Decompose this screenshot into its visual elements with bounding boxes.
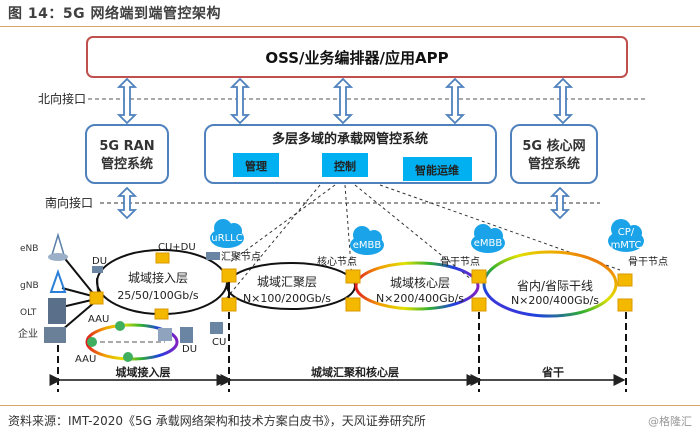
cloud-urllc-label: uRLLC (211, 233, 242, 244)
north-interface-label: 北向接口 (38, 91, 86, 106)
cloud-embb-label-1: eMBB (353, 240, 382, 251)
agg-device-icon (206, 252, 220, 260)
module-ops-label: 智能运维 (415, 163, 459, 177)
device-label-enb: eNB (20, 244, 38, 254)
aau-antenna-icon (87, 337, 97, 347)
title-divider (0, 26, 700, 27)
south-interface-label: 南向接口 (45, 195, 93, 210)
aau-antennas (87, 321, 133, 362)
clouds (210, 219, 644, 255)
cu-icon (210, 322, 223, 334)
core-line1: 5G 核心网 (522, 138, 585, 154)
aggregation-node-label: 汇聚节点 (221, 250, 261, 263)
access-ring-rate: 25/50/100Gb/s (117, 289, 199, 302)
backbone-ring-name: 省内/省际干线 (517, 279, 593, 293)
cloud-embb-label-2: eMBB (474, 238, 503, 249)
du-bottom-label: DU (182, 344, 197, 355)
cloud-mmtc-label: mMTC (611, 240, 642, 251)
ran-line2: 管控系统 (101, 156, 153, 172)
cloud-icon (471, 224, 505, 253)
backbone-node-label-2: 骨干节点 (628, 256, 668, 268)
device-label-gnb: gNB (20, 281, 39, 291)
node-icon (471, 297, 487, 312)
transport-title: 多层多域的承载网管控系统 (272, 131, 428, 147)
device-label-olt: OLT (20, 308, 37, 318)
backbone-ring (482, 250, 618, 318)
backbone-ring-rate: N×200/400Gb/s (511, 294, 599, 307)
du-bottom-icon (180, 327, 193, 343)
node-icon (345, 269, 361, 284)
module-ops (403, 157, 472, 181)
node-icon (345, 297, 361, 312)
tower-enb-icon (48, 232, 68, 261)
watermark: @格隆汇 (648, 415, 692, 428)
network-nodes (89, 252, 633, 320)
module-control (322, 153, 368, 177)
ran-system-box (85, 124, 169, 184)
access-ring-name: 城域接入层 (128, 270, 188, 285)
cloud-icon (210, 219, 244, 248)
enterprise-icon (44, 327, 66, 343)
core-system-box (510, 124, 598, 184)
tower-gnb-icon (49, 268, 67, 293)
aau-label-2: AAU (75, 354, 96, 365)
cloud-cp-label: CP/ (618, 227, 635, 238)
aggregation-ring-name: 城域汇聚层 (257, 275, 317, 289)
node-icon (155, 252, 170, 264)
aau-label-1: AAU (88, 314, 109, 325)
double-arrow-icon (552, 77, 574, 125)
module-management (233, 153, 279, 177)
module-management-label: 管理 (245, 159, 267, 173)
core-ring-rate: N×200/400Gb/s (376, 292, 464, 305)
double-arrow-icon (116, 186, 138, 220)
node-icon (154, 308, 169, 320)
source-note: 资料来源：IMT-2020《5G 承载网络架构和技术方案白皮书》，天风证券研究所 (8, 414, 426, 428)
layer-label-backbone: 省干 (541, 365, 564, 379)
figure-title: 图 14：5G 网络端到端管控架构 (8, 6, 221, 22)
double-arrow-icon (332, 77, 354, 125)
node-icon (221, 297, 237, 312)
oss-label: OSS/业务编排器/应用APP (265, 49, 448, 67)
olt-icon (48, 298, 66, 324)
node-icon (221, 268, 237, 283)
double-arrow-icon (116, 77, 138, 125)
double-arrow-icon (229, 77, 251, 125)
north-arrows (116, 77, 574, 125)
double-arrow-icon (444, 77, 466, 125)
node-icon (617, 273, 633, 287)
device-label-enterprise: 企业 (18, 327, 38, 340)
node-icon (89, 291, 104, 305)
aau-antenna-icon (123, 352, 133, 362)
cloud-icon (350, 226, 384, 255)
cloud-icon (608, 219, 644, 252)
cu-du-label: CU+DU (158, 242, 196, 253)
core-ring-name: 城域核心层 (390, 276, 450, 290)
backbone-node-label-1: 骨干节点 (440, 256, 480, 268)
du-top-label: DU (92, 256, 107, 267)
ran-line1: 5G RAN (99, 139, 154, 154)
layer-label-access: 城域接入层 (116, 365, 171, 379)
hub-device-icon (158, 328, 172, 341)
aggregation-ring-rate: N×100/200Gb/s (243, 292, 331, 305)
du-device-icon (92, 266, 103, 273)
layer-label-metro: 城域汇聚和核心层 (311, 365, 399, 379)
source-divider (0, 405, 700, 406)
core-line2: 管控系统 (528, 156, 580, 172)
cu-label: CU (212, 337, 226, 348)
core-ring (354, 261, 480, 311)
module-control-label: 控制 (334, 159, 356, 173)
south-arrows (116, 186, 571, 220)
oss-box (86, 36, 628, 78)
node-icon (617, 298, 633, 312)
node-icon (471, 269, 487, 284)
core-node-label: 核心节点 (317, 255, 357, 268)
double-arrow-icon (549, 186, 571, 220)
aau-antenna-icon (115, 321, 125, 331)
